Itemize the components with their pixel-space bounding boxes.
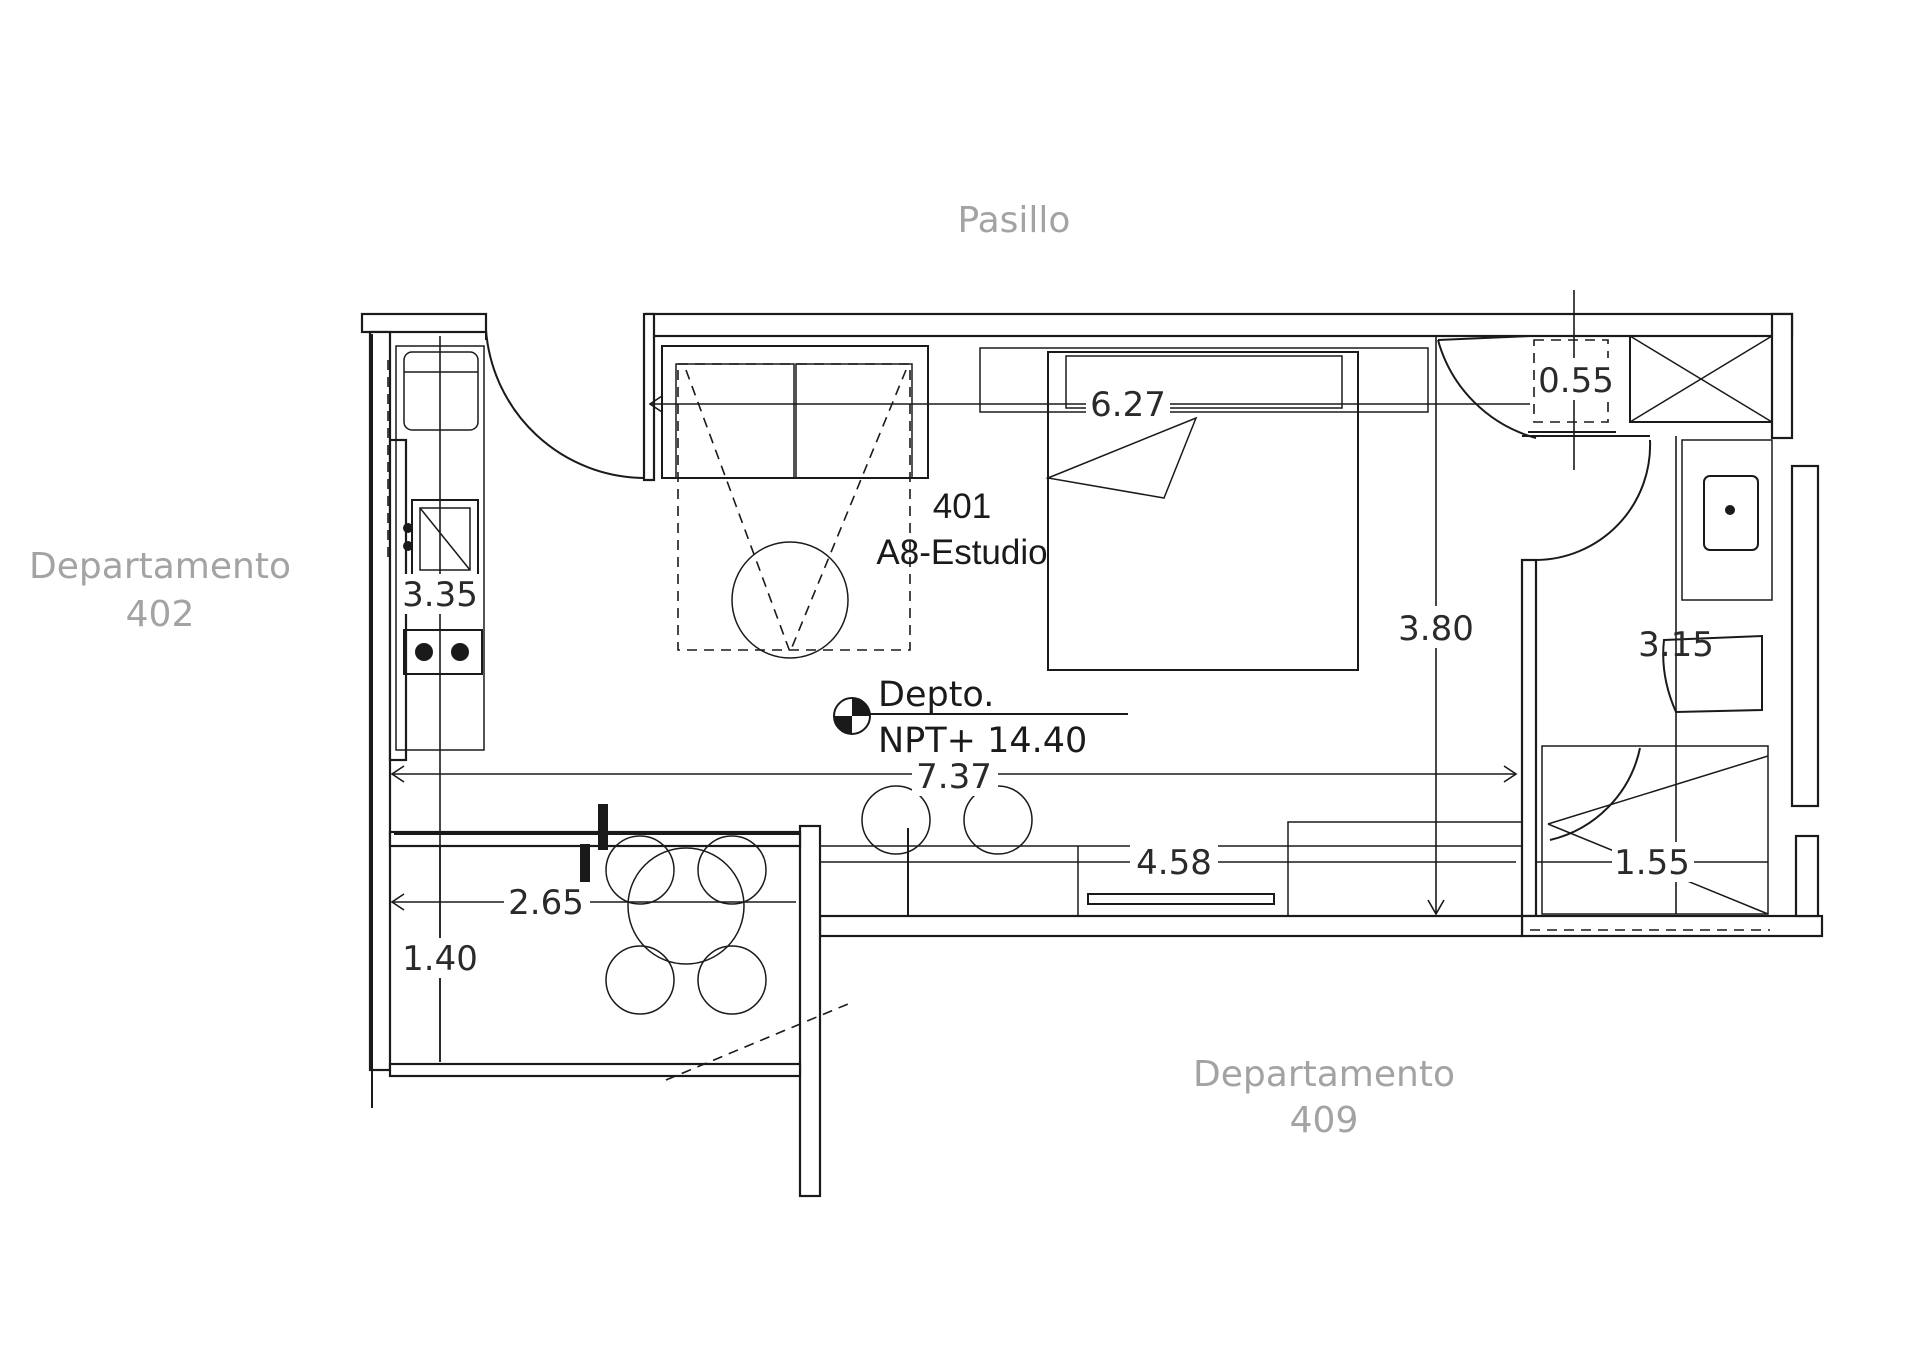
wall-terrace-top — [388, 830, 802, 848]
wall-top-left — [360, 312, 488, 334]
dim-4-58: 4.58 — [1136, 843, 1212, 883]
dim-1-40: 1.40 — [402, 939, 478, 979]
sliding-door-post — [598, 804, 608, 850]
level-name: Depto. — [878, 675, 994, 715]
chair-icon-4 — [697, 945, 767, 1015]
dim-7-37: 7.37 — [916, 757, 992, 797]
dim-6-27: 6.27 — [1090, 385, 1166, 425]
level-value: NPT+ 14.40 — [878, 721, 1087, 761]
labels: Pasillo Departamento 402 Departamento 40… — [29, 200, 1714, 1141]
terrace-table-icon — [627, 847, 745, 965]
living-furniture — [661, 345, 929, 659]
terrace — [394, 804, 849, 1081]
vanity — [1681, 439, 1773, 601]
dim-1-55: 1.55 — [1614, 843, 1690, 883]
unit-type: A8-Estudio — [876, 533, 1047, 572]
bed-icon — [1047, 351, 1359, 671]
dim-2-65: 2.65 — [508, 883, 584, 923]
dept-left-label: Departamento — [29, 546, 291, 587]
unit-number: 401 — [933, 487, 991, 526]
chair-icon-3 — [605, 945, 675, 1015]
wall-right-upper — [1770, 312, 1794, 440]
wall-right-lower — [1794, 834, 1820, 918]
dept-bottom-label: Departamento — [1193, 1054, 1455, 1095]
shelf-icon — [1087, 893, 1275, 905]
wall-living-bottom — [818, 914, 1524, 938]
wall-bath-bottom — [1520, 914, 1824, 938]
walls — [360, 312, 1824, 1198]
headboard — [979, 347, 1429, 413]
fridge-icon — [403, 351, 479, 431]
wall-entry-jamb — [642, 312, 656, 482]
dimension-lines — [390, 290, 1768, 1062]
washbasin-icon — [1703, 475, 1759, 551]
wall-right-neighbor — [1790, 464, 1820, 808]
shower-door-swing — [1549, 747, 1641, 841]
tv-view-zone — [677, 363, 911, 651]
wall-terrace-bottom — [388, 1062, 802, 1078]
wall-terrace-right — [798, 824, 822, 1198]
chair-icon-2 — [697, 835, 767, 905]
dim-3-80: 3.80 — [1398, 609, 1474, 649]
dept-bottom-number: 409 — [1290, 1100, 1359, 1141]
shaft-icon — [1629, 335, 1773, 423]
pillow-icon — [1065, 355, 1343, 409]
sofa-icon — [661, 345, 929, 479]
table-icon — [731, 541, 849, 659]
shower-icon — [1541, 745, 1769, 915]
duct-icon — [1533, 339, 1609, 423]
wall-top-main — [644, 312, 1794, 338]
toilet-icon — [1662, 634, 1763, 714]
dept-left-number: 402 — [126, 594, 195, 635]
dim-3-15: 3.15 — [1638, 625, 1714, 665]
corridor-label: Pasillo — [958, 200, 1071, 241]
closet-door-swing — [1437, 339, 1537, 439]
dim-0-55: 0.55 — [1538, 361, 1614, 401]
chair-icon-1 — [605, 835, 675, 905]
entry-door-swing — [485, 329, 645, 479]
stool-icon-1 — [861, 785, 931, 855]
closet — [1528, 335, 1773, 433]
dim-3-35: 3.35 — [402, 575, 478, 615]
bed — [979, 347, 1429, 671]
cooktop-icon — [403, 629, 483, 675]
bed-fold-icon — [1045, 416, 1198, 499]
wall-bath-left — [1520, 558, 1538, 918]
bath-door-swing — [1535, 439, 1652, 561]
doors — [485, 314, 1652, 841]
